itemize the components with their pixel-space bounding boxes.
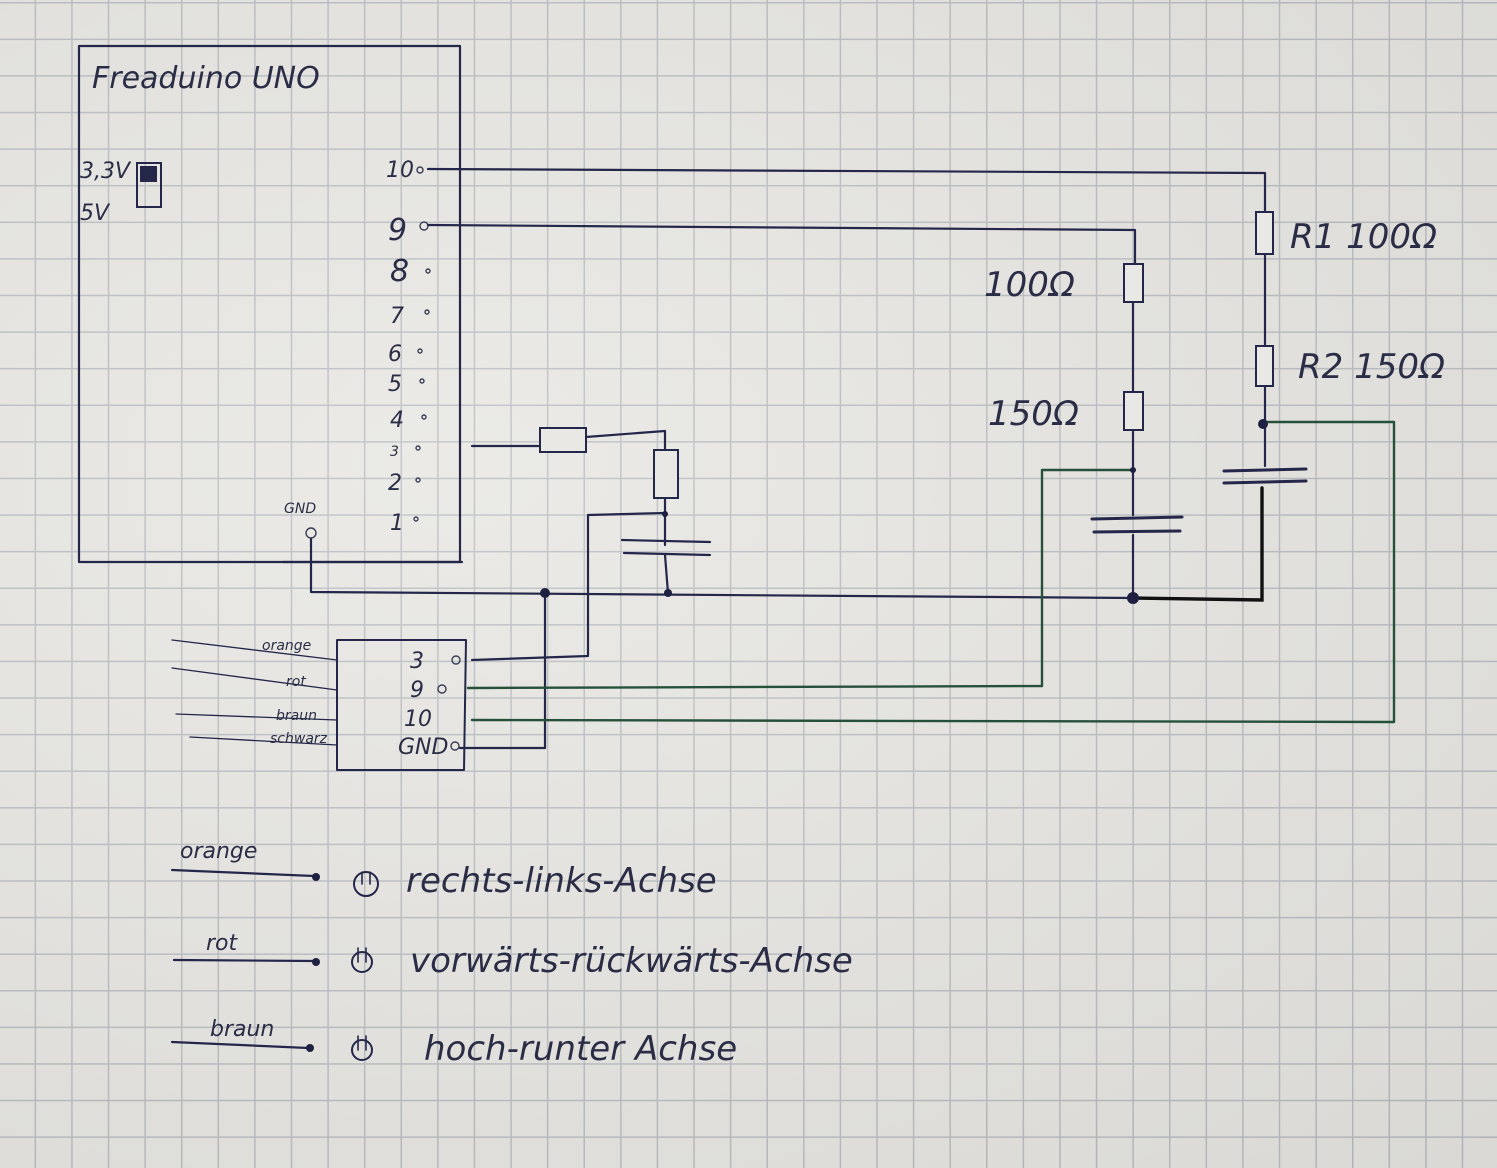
joystick-connector: orange rot braun schwarz 3 9 10 GND: [171, 638, 467, 771]
legend-wire-braun: braun: [210, 1017, 274, 1042]
pin-hole-7: [424, 309, 430, 315]
connector-hole: [450, 741, 460, 751]
wire-pin3-b: [584, 429, 667, 452]
cable-rot: [171, 667, 338, 691]
junction-dot: [1130, 467, 1136, 473]
connector-pin-gnd: GND: [398, 735, 448, 760]
pin-label-1: 1: [390, 511, 404, 536]
joystick-icon: [351, 1039, 373, 1061]
pin-label-3: 3: [390, 444, 399, 460]
pin-label-7: 7: [390, 304, 404, 329]
legend-text-orange: rechts-links-Achse: [406, 861, 717, 901]
pin-hole-3: [415, 445, 421, 451]
connector-pin-9: 9: [410, 678, 424, 703]
pin-hole-4: [421, 414, 427, 420]
legend: orange rechts-links-Achse rot vorwärts-r…: [170, 839, 853, 1069]
wire-conn9-green: [466, 468, 1135, 690]
voltage-label-5v: 5V: [80, 201, 111, 226]
cable-label-braun: braun: [276, 708, 317, 724]
capacitor-right: [1222, 467, 1308, 485]
pin-hole-1: [413, 516, 419, 522]
pin-hole-9: [419, 221, 429, 231]
board-title: Freaduino UNO: [92, 61, 320, 96]
pin-hole-5: [419, 378, 425, 384]
pin-hole-2: [415, 477, 421, 483]
arduino-board: Freaduino UNO 3,3V 5V 10 9 8 7 6 5 4 3 2…: [77, 44, 464, 564]
voltage-label-3v3: 3,3V: [80, 159, 132, 184]
ground-bus: [309, 537, 1135, 600]
pin-label-6: 6: [388, 342, 402, 367]
junction-dot: [664, 589, 672, 597]
cable-label-rot: rot: [286, 674, 306, 690]
legend-row-rot: rot vorwärts-rückwärts-Achse: [172, 931, 853, 981]
gnd-label: GND: [284, 501, 316, 517]
voltage-switch-knob: [140, 166, 157, 182]
mid-bottom-label: 150Ω: [988, 394, 1079, 434]
r1-label: R1 100Ω: [1290, 217, 1437, 257]
r2-label: R2 150Ω: [1298, 347, 1445, 387]
pin-hole-6: [417, 348, 423, 354]
pin-hole-10: [416, 166, 424, 174]
capacitor-pin3: [620, 538, 712, 557]
cable-label-schwarz: schwarz: [270, 731, 328, 747]
cable-schwarz: [189, 736, 338, 746]
wire-pin9: [426, 223, 1137, 266]
pin-label-5: 5: [388, 372, 402, 397]
legend-wire-orange: orange: [180, 839, 257, 864]
resistor-pin3-vertical: [653, 449, 679, 499]
capacitor-mid: [1090, 515, 1184, 534]
wire-conn10-green: [470, 420, 1396, 724]
resistor-mid-100: [1123, 263, 1144, 303]
joystick-icon: [353, 871, 379, 897]
cable-orange: [171, 639, 338, 661]
wire-conn3-filter: [470, 511, 667, 662]
joystick-icon: [351, 951, 373, 973]
resistor-mid-150: [1123, 391, 1144, 431]
connector-pin-10: 10: [404, 707, 432, 732]
legend-text-rot: vorwärts-rückwärts-Achse: [410, 941, 853, 981]
pin-label-2: 2: [388, 471, 402, 496]
legend-text-braun: hoch-runter Achse: [424, 1029, 737, 1069]
wire-pin3-cap-gnd: [663, 553, 670, 595]
connector-hole: [451, 655, 461, 665]
mid-top-label: 100Ω: [984, 265, 1075, 305]
junction-dot: [540, 588, 550, 598]
pin-label-9: 9: [388, 213, 407, 248]
resistor-r1: [1255, 211, 1274, 255]
gnd-pin: [305, 527, 317, 539]
voltage-switch: [136, 162, 162, 208]
junction-dot: [1258, 419, 1268, 429]
pin-hole-8: [425, 268, 431, 274]
resistor-r2: [1255, 345, 1274, 387]
wiring-green: [466, 420, 1396, 724]
connector-hole: [437, 684, 447, 694]
pin-label-4: 4: [390, 408, 404, 433]
wire-pin10: [426, 167, 1267, 214]
junction-dot: [662, 511, 668, 517]
cable-label-orange: orange: [262, 638, 311, 654]
legend-row-braun: braun hoch-runter Achse: [170, 1017, 737, 1069]
resistor-pin3-horizontal: [539, 427, 587, 453]
ground-heavy-segment: [1131, 486, 1264, 602]
legend-row-orange: orange rechts-links-Achse: [170, 839, 717, 901]
cable-braun: [175, 713, 338, 721]
pin-label-10: 10: [386, 158, 414, 183]
wiring-blue: [281, 167, 1267, 750]
connector-pin-3: 3: [410, 649, 424, 674]
legend-wire-rot: rot: [206, 931, 239, 956]
pin-label-8: 8: [390, 254, 409, 289]
junction-dot: [1127, 592, 1139, 604]
